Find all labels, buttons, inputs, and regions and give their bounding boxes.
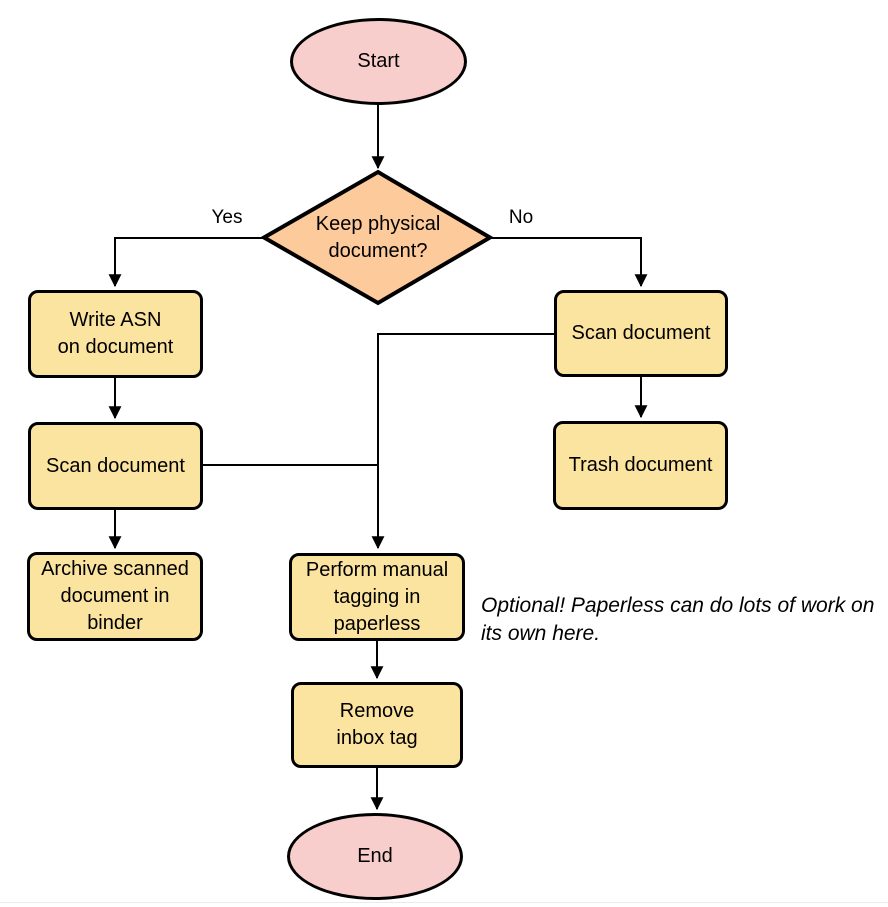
footer-divider	[0, 902, 888, 903]
node-remove-inbox-tag: Remove inbox tag	[291, 682, 463, 768]
node-decision-label: Keep physical document?	[315, 212, 441, 262]
node-scan-document-right: Scan document	[554, 290, 728, 377]
edge-decision-no-to-scan-right	[490, 237, 648, 288]
node-write-asn: Write ASN on document	[28, 290, 203, 378]
optional-note: Optional! Paperless can do lots of work …	[481, 594, 875, 645]
edge-label-no: No	[490, 206, 552, 230]
node-start-label: Start	[357, 50, 400, 72]
decision-diamond-shape	[259, 169, 494, 306]
node-end: End	[287, 813, 463, 900]
node-remove-inbox-tag-label: Remove inbox tag	[336, 700, 418, 749]
node-scan-document-left-label: Scan document	[46, 454, 185, 477]
node-end-label: End	[357, 845, 393, 867]
node-archive-in-binder-label: Archive scanned document in binder	[41, 558, 189, 634]
node-trash-document: Trash document	[553, 421, 728, 510]
node-write-asn-label: Write ASN on document	[57, 309, 174, 358]
edge-label-yes: Yes	[196, 206, 258, 230]
node-archive-in-binder: Archive scanned document in binder	[27, 552, 203, 641]
node-scan-document-left: Scan document	[28, 422, 203, 510]
node-perform-manual-tagging-label: Perform manual tagging in paperless	[305, 558, 449, 635]
edge-label-no-text: No	[508, 207, 534, 228]
node-start: Start	[290, 18, 467, 105]
node-decision: Keep physical document?	[278, 193, 478, 282]
node-trash-document-label: Trash document	[568, 454, 713, 476]
edge-scan-right-to-perform-tagging	[371, 333, 554, 550]
edge-label-yes-text: Yes	[211, 207, 243, 228]
node-perform-manual-tagging: Perform manual tagging in paperless	[289, 553, 465, 641]
edge-decision-yes-to-write-asn	[108, 237, 264, 288]
node-scan-document-right-label: Scan document	[571, 322, 711, 344]
